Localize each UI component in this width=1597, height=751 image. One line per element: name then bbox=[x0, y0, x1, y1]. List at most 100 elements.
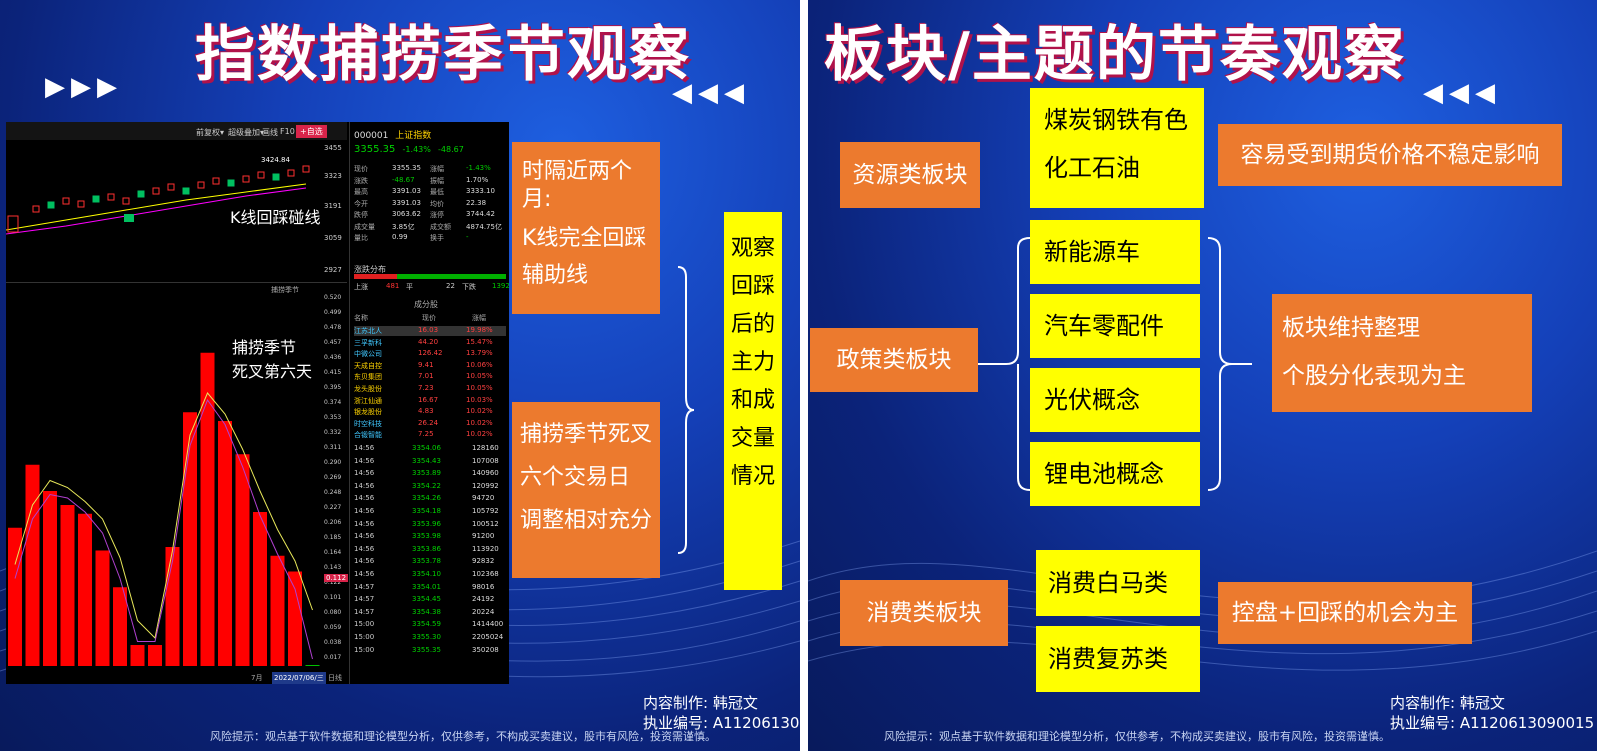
tick-cell: 15:00 bbox=[354, 620, 375, 629]
y-tick: 0.143 bbox=[324, 564, 342, 571]
arrows-right-icon: ▶▶▶ bbox=[45, 72, 123, 102]
note-line: 板块维持整理 bbox=[1282, 315, 1420, 341]
quote-cell: 跌停 bbox=[354, 211, 368, 219]
tick-cell: 140960 bbox=[472, 469, 499, 478]
note-line: 捕捞季节死叉 bbox=[520, 422, 653, 447]
component-cell: 10.02% bbox=[466, 407, 493, 416]
quote-cell: 成交量 bbox=[354, 222, 375, 231]
tick-cell: 91200 bbox=[472, 532, 495, 541]
tick-cell: 3353.96 bbox=[412, 519, 441, 528]
component-cell: 13.79% bbox=[466, 349, 493, 358]
tick-cell: 14:56 bbox=[354, 557, 375, 566]
y-tick: 0.122 bbox=[324, 579, 342, 586]
tick-cell: 14:57 bbox=[354, 607, 375, 616]
credit-author: 内容制作: 韩冠文 bbox=[1390, 694, 1505, 712]
indicator-bar bbox=[78, 513, 92, 666]
quote-cell: 最低 bbox=[430, 188, 444, 196]
quote-cell: 最高 bbox=[354, 188, 368, 196]
y-tick: 0.520 bbox=[324, 294, 342, 301]
indicator-bar bbox=[148, 645, 162, 666]
tick-cell: 113920 bbox=[472, 544, 499, 553]
tick-cell: 14:56 bbox=[354, 494, 375, 503]
dist-down-label: 下跌 bbox=[462, 283, 476, 291]
tick-cell: 14:56 bbox=[354, 507, 375, 515]
indicator-bar bbox=[165, 547, 180, 666]
component-cell: 15.47% bbox=[466, 337, 493, 346]
component-cell: 10.05% bbox=[466, 372, 493, 381]
quote-cell: 1.70% bbox=[466, 175, 489, 184]
component-cell: 中微公司 bbox=[354, 350, 382, 359]
component-cell: 龙头股份 bbox=[354, 385, 382, 393]
period-label[interactable]: 日线 bbox=[328, 674, 342, 682]
indicator-line-purple bbox=[14, 398, 313, 660]
tick-cell: 14:56 bbox=[354, 481, 375, 490]
policy-note: 板块维持整理 个股分化表现为主 bbox=[1272, 294, 1532, 412]
component-cell: 44.20 bbox=[418, 337, 439, 346]
tick-cell: 98016 bbox=[472, 582, 495, 591]
y-tick: 0.101 bbox=[324, 594, 342, 601]
tick-cell: 350208 bbox=[472, 645, 499, 654]
tick-cell: 14:56 bbox=[354, 544, 375, 553]
indicator-bar bbox=[113, 587, 127, 666]
category-consumer: 消费类板块 bbox=[840, 580, 1008, 646]
tick-cell: 3355.30 bbox=[412, 633, 441, 641]
distribution-title: 涨跌分布 bbox=[354, 265, 386, 274]
toolbar-overlay[interactable]: 超级叠加▾ bbox=[228, 128, 265, 137]
indicator-bar bbox=[200, 352, 215, 666]
quote-cell: 涨幅 bbox=[430, 165, 444, 173]
tick-cell: 3354.43 bbox=[412, 456, 441, 465]
components-title: 成分股 bbox=[414, 300, 438, 309]
toolbar-draw[interactable]: 画线 bbox=[262, 128, 278, 137]
dist-up-label: 上涨 bbox=[354, 283, 368, 291]
component-cell: 19.98% bbox=[466, 326, 493, 334]
toolbar-adjust[interactable]: 前复权▾ bbox=[196, 128, 225, 137]
y-tick: 0.415 bbox=[324, 369, 342, 376]
stock-terminal: 前复权▾ 超级叠加▾ 画线 F10 +自选 3424.84 3455 3323 … bbox=[6, 122, 509, 684]
tick-cell: 3354.45 bbox=[412, 595, 441, 604]
indicator-bar bbox=[183, 412, 197, 666]
tick-cell: 94720 bbox=[472, 494, 495, 503]
indicator-svg bbox=[8, 352, 320, 666]
quote-cell: 3.85亿 bbox=[392, 222, 415, 231]
sector-item: 消费复苏类 bbox=[1036, 626, 1200, 692]
sector-item: 新能源车 bbox=[1030, 220, 1200, 284]
toolbar-f10[interactable]: F10 bbox=[280, 127, 295, 136]
tick-cell: 1414400 bbox=[472, 620, 504, 629]
quote-cell: 22.38 bbox=[466, 198, 487, 207]
indicator-bar bbox=[60, 505, 75, 666]
page-title: 板块/主题的节奏观察 bbox=[824, 20, 1406, 90]
component-cell: 10.03% bbox=[466, 395, 493, 404]
tick-cell: 14:56 bbox=[354, 532, 375, 541]
component-cell: 三孚新科 bbox=[354, 338, 382, 347]
y-tick: 0.395 bbox=[324, 384, 342, 391]
tick-cell: 3354.18 bbox=[412, 507, 441, 515]
component-cell: 10.05% bbox=[466, 384, 493, 392]
y-tick: 0.038 bbox=[324, 639, 342, 646]
y-tick: 0.353 bbox=[324, 414, 342, 421]
tick-cell: 14:56 bbox=[354, 469, 375, 478]
indicator-bar bbox=[305, 665, 320, 666]
note-line: K线完全回踩 bbox=[522, 226, 647, 251]
components-header: 名称 现价 涨幅 bbox=[354, 313, 506, 323]
component-row[interactable]: 三孚新科 44.20 15.47% bbox=[354, 338, 506, 348]
add-watchlist-button[interactable]: +自选 bbox=[296, 125, 327, 138]
tick-cell: 3354.38 bbox=[412, 607, 441, 616]
quote-cell: 换手 bbox=[430, 234, 444, 242]
note-box-indicator: 捕捞季节死叉 六个交易日 调整相对充分 bbox=[512, 402, 660, 578]
